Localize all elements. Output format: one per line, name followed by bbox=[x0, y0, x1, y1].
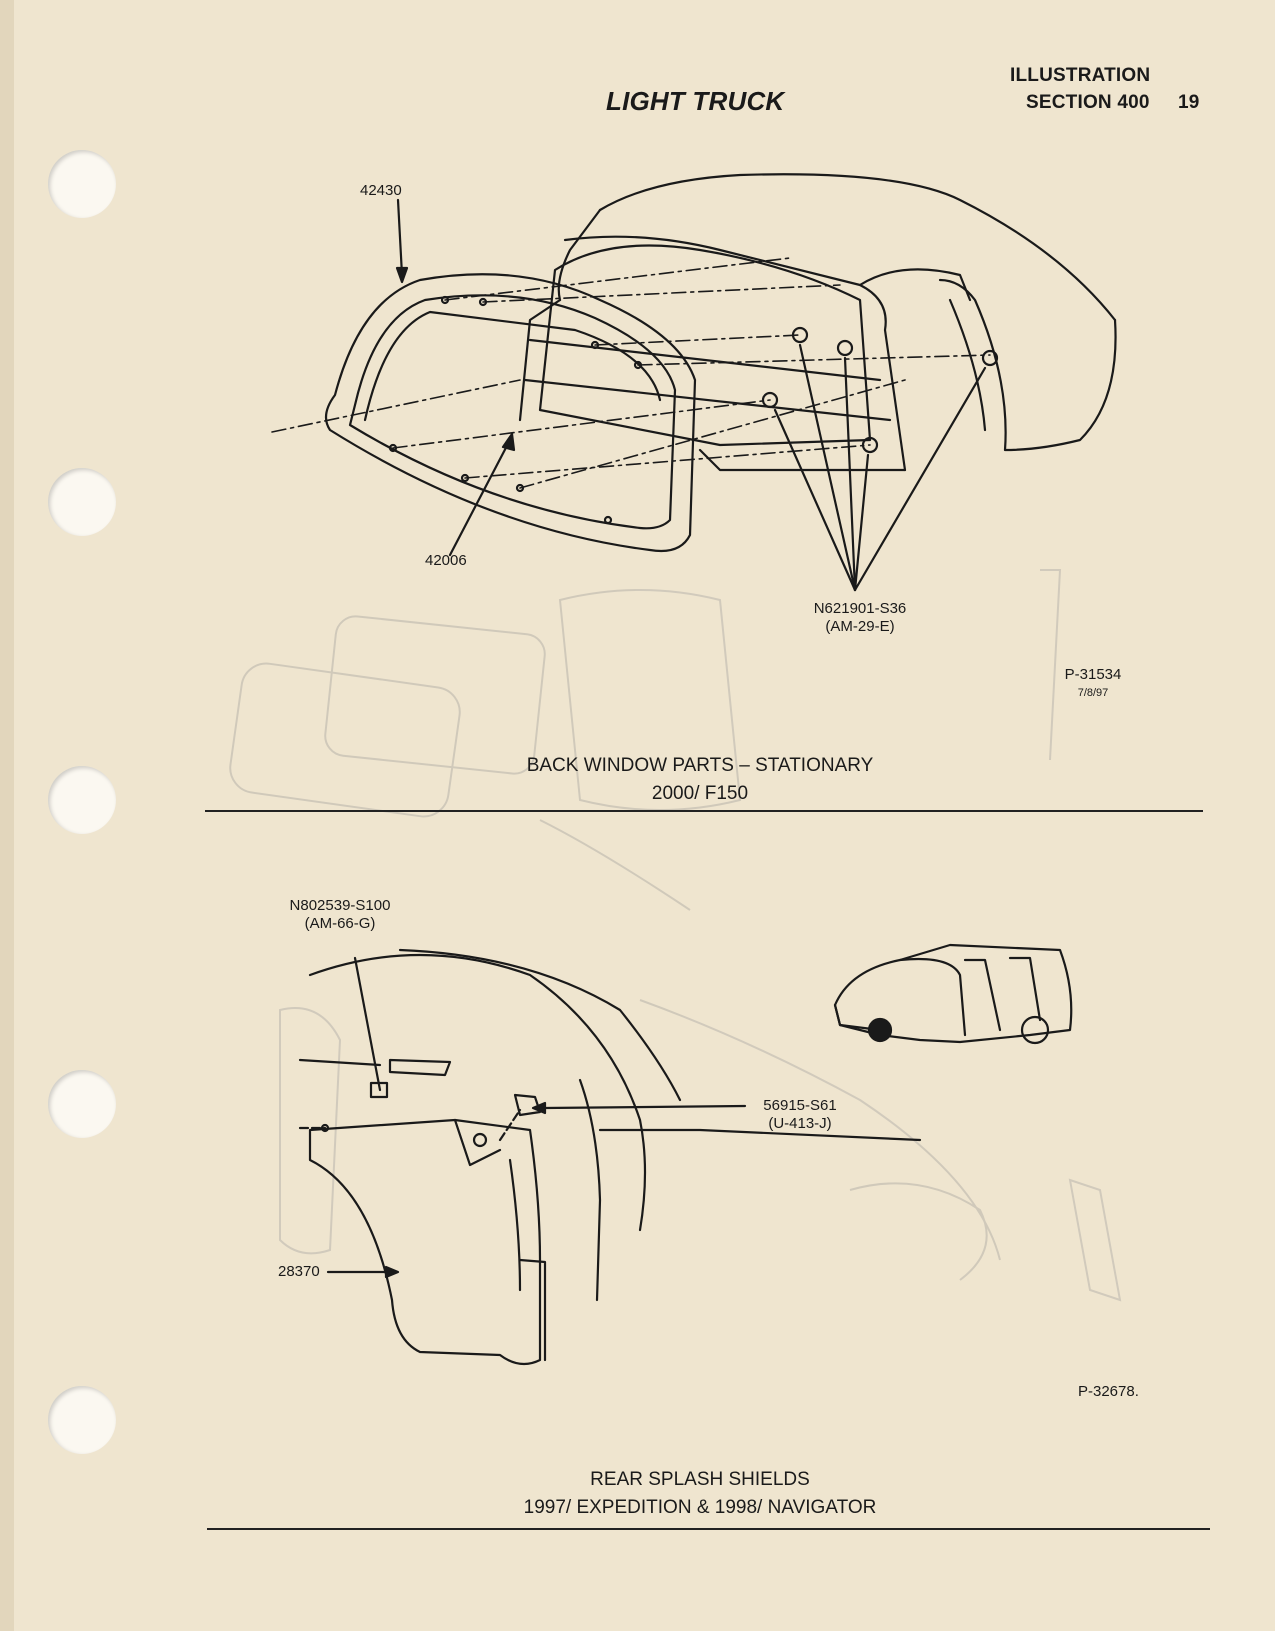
callout-clip: 56915-S61 (U-413-J) bbox=[745, 1097, 855, 1133]
back-window-illustration bbox=[271, 173, 1117, 592]
splash-shield-illustration bbox=[298, 943, 1073, 1366]
clip-code: (U-413-J) bbox=[768, 1115, 832, 1132]
vehicle-locator-icon bbox=[833, 943, 1073, 1045]
fastener-code: (AM-29-E) bbox=[825, 618, 895, 635]
figure1-ref-date: 7/8/97 bbox=[1077, 687, 1109, 699]
punch-hole-3 bbox=[48, 766, 116, 834]
punch-hole-2 bbox=[48, 468, 116, 536]
page-edge bbox=[0, 0, 14, 1631]
screw-number: N802539-S100 bbox=[289, 897, 391, 914]
page-number: 19 bbox=[1178, 92, 1200, 113]
fastener-number: N621901-S36 bbox=[813, 600, 907, 617]
callout-fastener: N621901-S36 (AM-29-E) bbox=[800, 600, 920, 636]
callout-28370: 28370 bbox=[278, 1263, 320, 1280]
callout-42430: 42430 bbox=[360, 182, 402, 199]
page-title: LIGHT TRUCK bbox=[606, 86, 785, 116]
clip-number: 56915-S61 bbox=[763, 1097, 837, 1114]
figure1-caption-line1: BACK WINDOW PARTS – STATIONARY bbox=[526, 755, 874, 776]
figure1-ref-number: P-31534 bbox=[1064, 666, 1122, 683]
bleed-through-art bbox=[229, 569, 1122, 1302]
figure1-reference: P-31534 7/8/97 bbox=[1048, 666, 1138, 702]
figure2-caption-line2: 1997/ EXPEDITION & 1998/ NAVIGATOR bbox=[523, 1497, 877, 1518]
section-label: SECTION 400 bbox=[1026, 92, 1150, 113]
punch-hole-4 bbox=[48, 1070, 116, 1138]
illustration-label: ILLUSTRATION bbox=[1010, 65, 1151, 86]
figure2-caption-line1: REAR SPLASH SHIELDS bbox=[590, 1469, 810, 1490]
punch-hole-5 bbox=[48, 1386, 116, 1454]
figure1-divider bbox=[205, 810, 1203, 812]
punch-hole-1 bbox=[48, 150, 116, 218]
figure1-caption-line2: 2000/ F150 bbox=[651, 783, 749, 804]
callout-42006: 42006 bbox=[425, 552, 467, 569]
screw-code: (AM-66-G) bbox=[304, 915, 376, 932]
figure2-ref-number: P-32678. bbox=[1078, 1383, 1139, 1400]
figure2-divider bbox=[207, 1528, 1210, 1530]
figure2-caption: REAR SPLASH SHIELDS 1997/ EXPEDITION & 1… bbox=[195, 1466, 1205, 1522]
callout-screw: N802539-S100 (AM-66-G) bbox=[275, 897, 405, 933]
figure1-caption: BACK WINDOW PARTS – STATIONARY 2000/ F15… bbox=[195, 752, 1205, 808]
